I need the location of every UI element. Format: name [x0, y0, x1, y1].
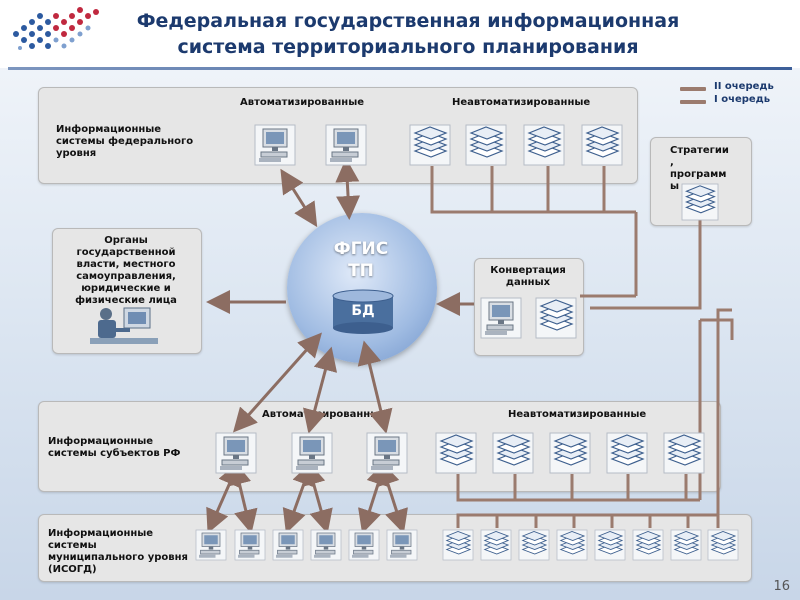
user-workstation-icon	[90, 307, 158, 344]
logo-dots-icon	[13, 7, 99, 50]
regional-document-stack-icon-4	[606, 432, 648, 474]
strategies-label: Стратегии , программ ы	[670, 145, 742, 193]
conversion-document-stack-icon	[535, 297, 577, 339]
municipal-document-stack-icon-7	[670, 529, 702, 561]
federal-label-line-1: Информационные	[56, 124, 162, 135]
municipal-computer-icon-4	[310, 529, 342, 561]
authorities-label: Органы государственной власти, местного …	[60, 235, 192, 307]
municipal-document-stack-icon-3	[518, 529, 550, 561]
database-icon	[332, 289, 394, 334]
header: Федеральная государственная информационн…	[0, 0, 800, 70]
municipal-document-stack-icon-1	[442, 529, 474, 561]
municipal-document-stack-icon-4	[556, 529, 588, 561]
municipal-label-line-3: муниципального уровня	[48, 552, 188, 563]
page-number: 16	[773, 579, 790, 594]
federal-document-stack-icon-3	[523, 124, 565, 166]
authorities-line-4: самоуправления,	[76, 271, 176, 282]
database-label: БД	[351, 303, 375, 319]
regional-automated-computer-icon-2	[291, 432, 333, 474]
regional-automated-computer-icon-3	[366, 432, 408, 474]
municipal-document-stack-icon-2	[480, 529, 512, 561]
legend-label-second-stage: II очередь	[714, 81, 774, 92]
municipal-document-stack-icon-6	[632, 529, 664, 561]
regional-systems-label: Информационные системы субъектов РФ	[48, 436, 208, 460]
legend-label-first-stage: I очередь	[714, 94, 771, 105]
regional-document-stack-icon-1	[435, 432, 477, 474]
regional-document-stack-icon-3	[549, 432, 591, 474]
federal-automated-computer-icon-2	[325, 124, 367, 166]
regional-document-stack-icon-5	[663, 432, 705, 474]
page-title: Федеральная государственная информационн…	[108, 8, 708, 60]
regional-document-stack-icon-2	[492, 432, 534, 474]
strategies-panel	[650, 137, 752, 226]
federal-automated-label: Автоматизированные	[240, 97, 365, 108]
fgis-tp-label: ФГИС ТП	[305, 238, 417, 282]
conversion-line-2: данных	[505, 277, 551, 288]
authorities-line-6: физические лица	[75, 295, 177, 306]
federal-systems-label: Информационные системы федерального уров…	[56, 124, 216, 160]
title-line-1: Федеральная государственная информационн…	[136, 10, 680, 32]
municipal-computer-icon-5	[348, 529, 380, 561]
federal-automated-computer-icon-1	[254, 124, 296, 166]
authorities-line-1: Органы	[104, 235, 148, 246]
authorities-line-2: государственной	[76, 247, 176, 258]
conversion-computer-icon	[480, 297, 522, 339]
municipal-computer-icon-3	[272, 529, 304, 561]
municipal-computer-icon-2	[234, 529, 266, 561]
federal-document-stack-icon-4	[581, 124, 623, 166]
regional-non-automated-label: Неавтоматизированные	[508, 409, 647, 420]
municipal-document-stack-icon-8	[707, 529, 739, 561]
strategies-label-line-4: ы	[670, 181, 680, 192]
municipal-systems-label: Информационные системы муниципального ур…	[48, 528, 208, 576]
regional-label-line-2: системы субъектов РФ	[48, 448, 181, 459]
municipal-label-line-2: системы	[48, 540, 97, 551]
strategies-label-line-2: ,	[670, 157, 674, 168]
municipal-label-line-4: (ИСОГД)	[48, 564, 97, 575]
authorities-line-3: власти, местного	[76, 259, 176, 270]
fgis-line-2: ТП	[348, 261, 374, 281]
regional-label-line-1: Информационные	[48, 436, 154, 447]
fgis-line-1: ФГИС	[333, 239, 389, 259]
title-line-2: система территориального планирования	[177, 36, 639, 58]
legend-line-first-stage	[680, 100, 706, 104]
federal-label-line-3: уровня	[56, 148, 97, 159]
strategies-label-line-1: Стратегии	[670, 145, 729, 156]
federal-label-line-2: системы федерального	[56, 136, 194, 147]
strategies-label-line-3: программ	[670, 169, 727, 180]
authorities-panel	[52, 228, 202, 354]
regional-automated-computer-icon-1	[215, 432, 257, 474]
municipal-document-stack-icon-5	[594, 529, 626, 561]
municipal-computer-icon-6	[386, 529, 418, 561]
conversion-label: Конвертация данных	[482, 265, 574, 289]
municipal-computer-icon-1	[195, 529, 227, 561]
legend-line-second-stage	[680, 87, 706, 91]
municipal-label-line-1: Информационные	[48, 528, 154, 539]
federal-non-automated-label: Неавтоматизированные	[452, 97, 591, 108]
title-divider	[8, 67, 792, 70]
federal-document-stack-icon-1	[409, 124, 451, 166]
federal-document-stack-icon-2	[465, 124, 507, 166]
authorities-line-5: юридические и	[81, 283, 171, 294]
conversion-line-1: Конвертация	[490, 265, 566, 276]
strategies-document-stack-icon	[681, 183, 719, 221]
